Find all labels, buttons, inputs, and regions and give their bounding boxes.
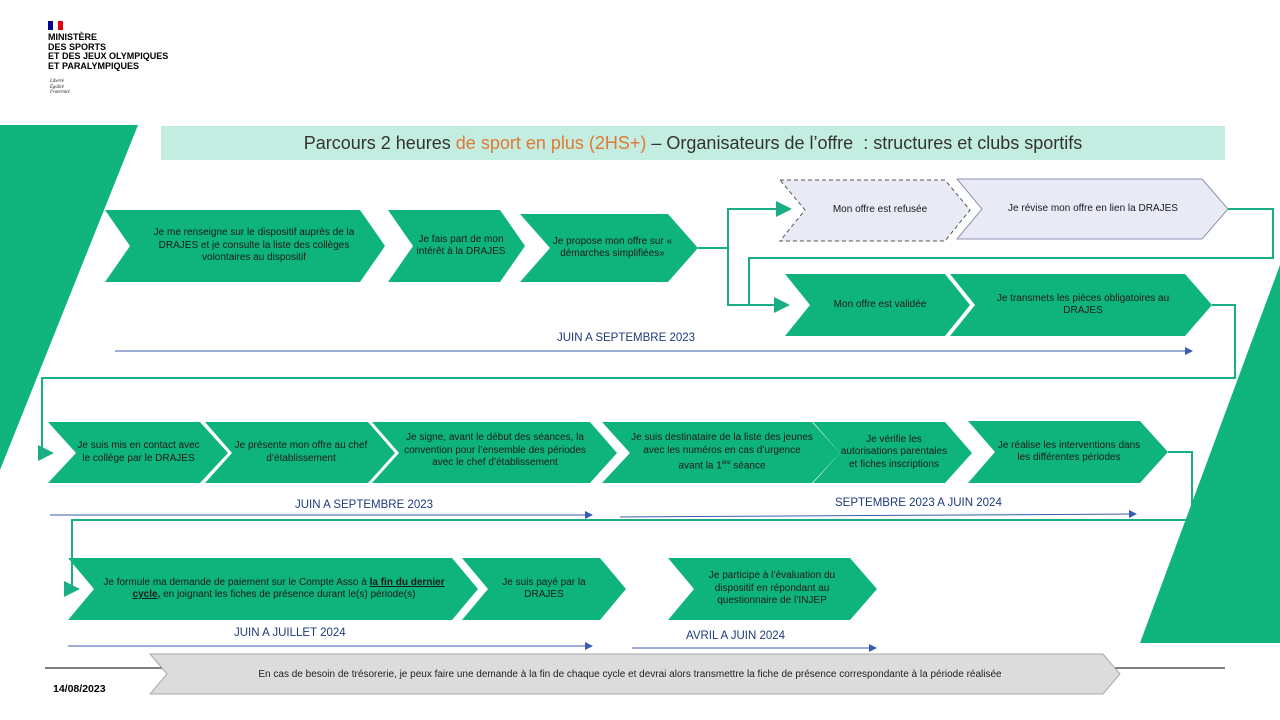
step-shape-9 — [205, 422, 395, 483]
step-shape-11 — [602, 422, 840, 483]
step-shape-3 — [520, 214, 698, 282]
step-14-text-b: en joignant les fiches de présence duran… — [160, 589, 416, 600]
step-shape-15 — [462, 558, 626, 620]
step-11-text-sup: ère — [721, 460, 731, 467]
french-flag-logo — [48, 21, 63, 30]
step-shape-7 — [950, 274, 1212, 336]
step-shape-8 — [48, 422, 228, 483]
step-15-text: Je suis payé par la DRAJES — [502, 576, 586, 601]
step-12-text: Je vérifie les autorisations parentales … — [840, 433, 948, 470]
step-14-text-underlined: la fin du dernier cycle, — [132, 576, 445, 601]
logo-line-2: DES SPORTS — [48, 41, 107, 52]
step-11-text-b: séance — [730, 460, 766, 472]
step-4-text: Mon offre est refusée — [832, 204, 928, 216]
step-10-text: Je signe, avant le début des séances, la… — [404, 432, 586, 469]
footer-arrow-shape — [148, 653, 1121, 695]
connectors — [38, 201, 1274, 597]
step-5-text: Je révise mon offre en lien la DRAJES — [1008, 202, 1178, 214]
step-shape-4 — [778, 179, 971, 242]
motto-egalite: Égalité — [50, 84, 64, 90]
ministry-logo-text: MINISTÈRE DES SPORTS ET DES JEUX OLYMPIQ… — [48, 32, 169, 71]
step-7-text: Je transmets les pièces obligatoires au … — [996, 292, 1170, 317]
step-shape-2 — [388, 210, 525, 282]
page-title: Parcours 2 heures de sport en plus (2HS+… — [161, 126, 1225, 160]
connector-to-refused — [698, 201, 792, 249]
step-8-text: Je suis mis en contact avec le collège p… — [77, 440, 200, 464]
connector-row1-to-row2 — [38, 304, 1236, 461]
step-shape-1 — [105, 210, 385, 282]
period-label-3: SEPTEMBRE 2023 A JUIN 2024 — [835, 497, 1002, 509]
step-14-text: Je formule ma demande de paiement sur le… — [96, 560, 452, 618]
step-11-text-a: Je suis destinataire de la liste des jeu… — [631, 432, 813, 472]
footer-note: En cas de besoin de trésorerie, je peux … — [258, 668, 1002, 680]
title-part-3: – Organisateurs de l’offre : structures … — [646, 132, 1083, 153]
step-9-text: Je présente mon offre au chef d’établiss… — [234, 440, 368, 464]
title-part-2: de sport en plus (2HS+) — [455, 132, 647, 153]
period-label-2: JUIN A SEPTEMBRE 2023 — [295, 499, 434, 511]
connector-to-validated — [727, 248, 790, 313]
step-13-text: Je réalise les interventions dans les di… — [997, 439, 1141, 464]
timeline-3 — [619, 510, 1137, 519]
step-shape-12 — [813, 422, 972, 483]
period-label-5: AVRIL A JUIN 2024 — [686, 630, 786, 642]
motto-fraternite: Fraternité — [50, 90, 70, 96]
title-part-1: Parcours 2 heures — [303, 132, 456, 153]
step-2-text: Je fais part de mon intérêt à la DRAJES — [416, 233, 506, 258]
period-label-4: JUIN A JUILLET 2024 — [234, 627, 346, 639]
motto-liberte: Liberté — [50, 79, 64, 84]
logo-line-1: MINISTÈRE — [48, 32, 98, 42]
step-3-text: Je propose mon offre sur « démarches sim… — [552, 235, 673, 260]
timelines — [50, 347, 1193, 652]
decor-left-triangle — [0, 125, 138, 470]
logo-line-4: ET PARALYMPIQUES — [48, 60, 140, 71]
step-11-text: Je suis destinataire de la liste des jeu… — [630, 424, 814, 481]
step-shape-10 — [372, 422, 617, 483]
step-14-text-a: Je formule ma demande de paiement sur le… — [103, 576, 370, 588]
step-shape-13 — [968, 421, 1168, 483]
step-shape-5 — [955, 178, 1229, 240]
step-shape-14 — [68, 558, 478, 620]
logo-line-3: ET DES JEUX OLYMPIQUES — [48, 51, 169, 61]
step-shape-16 — [668, 558, 877, 620]
connector-row2-to-row3 — [64, 451, 1193, 597]
connector-revise-loop — [748, 208, 1274, 305]
logo-motto: Liberté Égalité Fraternité — [50, 79, 70, 96]
decor-right-triangle — [1140, 265, 1280, 643]
document-date: 14/08/2023 — [53, 683, 106, 695]
step-6-text: Mon offre est validée — [833, 298, 927, 310]
step-1-text: Je me renseigne sur le dispositif auprès… — [153, 227, 355, 264]
step-shape-6 — [785, 274, 970, 336]
period-label-1: JUIN A SEPTEMBRE 2023 — [557, 332, 696, 344]
step-16-text: Je participe à l’évaluation du dispositi… — [708, 570, 836, 607]
